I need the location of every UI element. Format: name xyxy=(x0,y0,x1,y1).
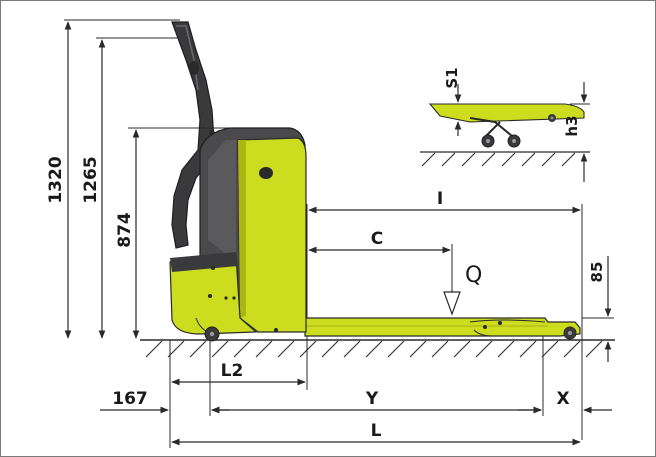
hatch-line xyxy=(145,340,163,358)
label-874: 874 xyxy=(115,212,135,248)
hatch-line xyxy=(421,152,436,167)
hatch-line xyxy=(475,340,493,358)
hatch-line xyxy=(343,340,361,358)
hatch-line xyxy=(321,340,339,358)
hatch-line xyxy=(189,340,207,358)
dimension-874: 874 xyxy=(115,127,232,339)
dimension-c: C xyxy=(308,229,453,290)
label-q: Q xyxy=(465,263,482,288)
ground-hatching xyxy=(145,340,603,358)
label-h3: h3 xyxy=(563,115,581,136)
label-167: 167 xyxy=(112,389,148,409)
dimension-1265: 1265 xyxy=(81,37,180,339)
dimension-85: 85 xyxy=(582,256,614,362)
hatch-line xyxy=(501,152,516,167)
pallet-truck xyxy=(169,21,581,342)
hatch-line xyxy=(431,340,449,358)
load-arrow-q: Q xyxy=(443,263,482,316)
dimension-l2: L2 xyxy=(171,361,306,386)
label-1265: 1265 xyxy=(81,156,101,203)
tiller-arm xyxy=(171,21,215,249)
hatch-line xyxy=(519,340,537,358)
hatch-line xyxy=(521,152,536,167)
hatch-line xyxy=(277,340,295,358)
label-i: I xyxy=(437,189,443,209)
fork xyxy=(304,317,581,337)
dimension-l: L xyxy=(171,421,581,446)
label-l2: L2 xyxy=(221,361,244,381)
hatch-line xyxy=(409,340,427,358)
label-c: C xyxy=(371,229,383,249)
drive-wheel xyxy=(204,326,220,342)
hatch-line xyxy=(211,340,229,358)
hatch-line xyxy=(233,340,251,358)
hatch-line xyxy=(541,152,556,167)
dimension-i: I xyxy=(306,189,583,440)
dimension-x: X xyxy=(518,389,612,414)
hatch-line xyxy=(387,340,405,358)
hatch-line xyxy=(481,152,496,167)
hatch-line xyxy=(497,340,515,358)
hatch-line xyxy=(561,152,576,167)
label-y: Y xyxy=(365,389,379,409)
load-wheel xyxy=(563,326,577,340)
hatch-line xyxy=(255,340,273,358)
hatch-line xyxy=(461,152,476,167)
hatch-line xyxy=(365,340,383,358)
inset-hatching xyxy=(421,152,576,167)
fork-detail-inset: S1 h3 xyxy=(420,67,590,182)
hatch-line xyxy=(563,340,581,358)
label-l: L xyxy=(371,421,382,441)
hatch-line xyxy=(299,340,317,358)
hatch-line xyxy=(541,340,559,358)
hatch-line xyxy=(453,340,471,358)
hatch-line xyxy=(167,340,185,358)
hatch-line xyxy=(441,152,456,167)
label-1320: 1320 xyxy=(46,156,66,203)
dimension-1320: 1320 xyxy=(46,19,180,339)
label-s1: S1 xyxy=(443,67,461,88)
hatch-line xyxy=(585,340,603,358)
chassis xyxy=(169,127,307,335)
label-x: X xyxy=(556,389,569,409)
dimension-y: Y xyxy=(211,389,542,414)
label-85: 85 xyxy=(588,262,606,283)
